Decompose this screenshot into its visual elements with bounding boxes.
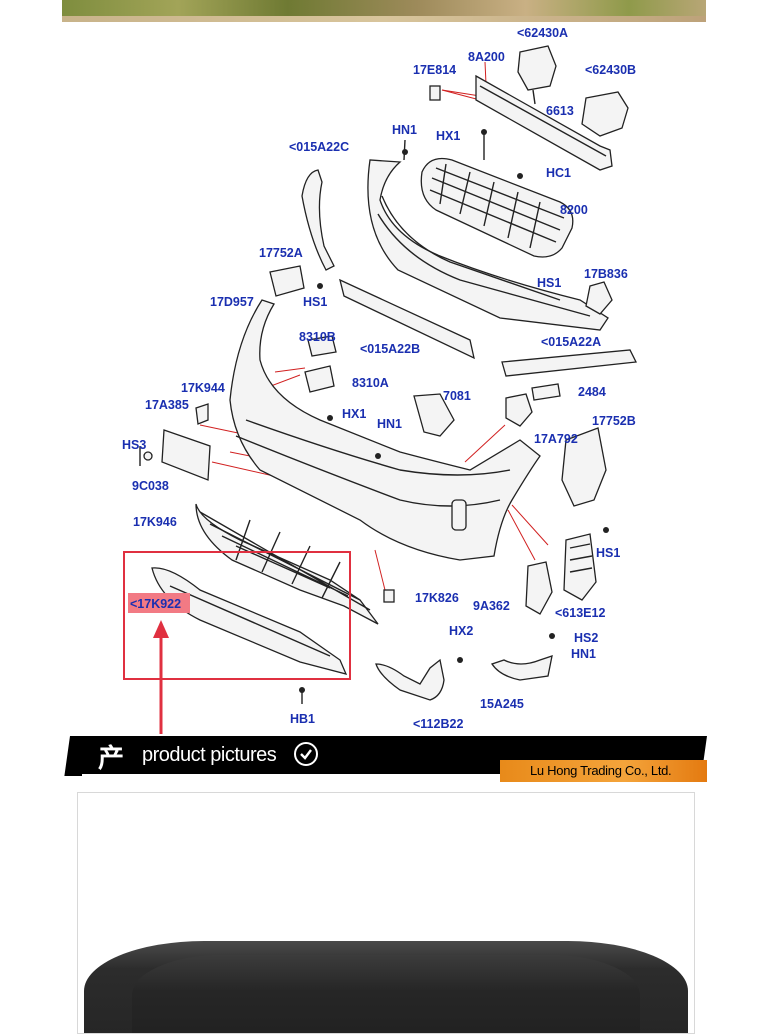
label-8a200: 8A200 xyxy=(468,50,505,64)
header-photo-strip xyxy=(62,0,706,22)
label-hb1: HB1 xyxy=(290,712,315,726)
bumper-cover xyxy=(229,299,541,561)
label-6613: 6613 xyxy=(546,104,574,118)
label-17k946: 17K946 xyxy=(133,515,177,529)
label-hs1-a: HS1 xyxy=(537,276,561,290)
front-end-carrier xyxy=(367,139,609,331)
label-17k826: 17K826 xyxy=(415,591,459,605)
label-015a22a: <015A22A xyxy=(541,335,601,349)
label-hs1-c: HS1 xyxy=(596,546,620,560)
bracket-17752b xyxy=(561,427,607,507)
label-17752b: 17752B xyxy=(592,414,636,428)
check-circle-icon xyxy=(294,742,318,766)
banner-title: product pictures xyxy=(142,744,277,766)
label-17a385: 17A385 xyxy=(145,398,189,412)
label-9a362: 9A362 xyxy=(473,599,510,613)
label-hs2: HS2 xyxy=(574,631,598,645)
label-17d957: 17D957 xyxy=(210,295,254,309)
banner-underline xyxy=(82,774,557,776)
label-8310a: 8310A xyxy=(352,376,389,390)
bracket-17a792 xyxy=(505,393,533,427)
bracket-17752a xyxy=(269,265,305,297)
label-62430b: <62430B xyxy=(585,63,636,77)
label-hx1-mid: HX1 xyxy=(342,407,366,421)
parts-diagram: <62430A 8A200 17E814 <62430B 6613 HN1 HX… xyxy=(122,26,637,734)
bracket-112b22 xyxy=(375,658,445,701)
label-62430a: <62430A xyxy=(517,26,568,40)
bracket-62430a xyxy=(517,45,557,105)
plate-bracket-17a385 xyxy=(139,403,211,481)
label-015a22c: <015A22C xyxy=(289,140,349,154)
label-hn1-top: HN1 xyxy=(392,123,417,137)
upper-bracket-015a22c xyxy=(301,169,335,271)
leader-lines xyxy=(199,61,549,591)
skid-plate-17k922 xyxy=(151,567,348,675)
banner-char: 产 xyxy=(98,744,125,774)
fog-bezel-9a362 xyxy=(525,561,553,615)
label-hs1-b: HS1 xyxy=(303,295,327,309)
label-17a792: 17A792 xyxy=(534,432,578,446)
label-613e12: <613E12 xyxy=(555,606,605,620)
upper-grille xyxy=(420,129,574,258)
label-112b22: <112B22 xyxy=(413,717,463,731)
label-hc1: HC1 xyxy=(546,166,571,180)
label-hx2: HX2 xyxy=(449,624,473,638)
cap-2484 xyxy=(531,383,561,401)
label-17752a: 17752A xyxy=(259,246,303,260)
label-015a22b: <015A22B xyxy=(360,342,420,356)
bracket-62430b xyxy=(581,91,629,137)
label-hx1-top: HX1 xyxy=(436,129,460,143)
label-9c038: 9C038 xyxy=(132,479,169,493)
label-8200: 8200 xyxy=(560,203,588,217)
label-2484: 2484 xyxy=(578,385,606,399)
label-17k944: 17K944 xyxy=(181,381,225,395)
lower-grille-17k946 xyxy=(195,503,379,625)
label-hn1-mid: HN1 xyxy=(377,417,402,431)
highlight-box xyxy=(123,551,351,680)
bracket-17b836 xyxy=(585,281,613,315)
label-15a245: 15A245 xyxy=(480,697,524,711)
bracket-15a245 xyxy=(490,655,553,681)
company-tag: Lu Hong Trading Co., Ltd. xyxy=(500,760,707,782)
highlight-label-bg xyxy=(128,593,190,613)
beam-015a22a xyxy=(501,349,637,377)
clip-17k826 xyxy=(383,589,395,603)
cover-7081 xyxy=(413,393,455,437)
product-photo xyxy=(84,941,688,1033)
label-17e814: 17E814 xyxy=(413,63,456,77)
fog-lamp-613e12 xyxy=(563,533,597,601)
beam-015a22b xyxy=(339,278,475,360)
label-7081: 7081 xyxy=(443,389,471,403)
label-17k922: <17K922 xyxy=(130,597,181,611)
label-17b836: 17B836 xyxy=(584,267,628,281)
label-hs3: HS3 xyxy=(122,438,146,452)
bumper-beam xyxy=(429,74,613,171)
fasteners xyxy=(299,173,609,704)
section-banner: 产 product pictures Lu Hong Trading Co., … xyxy=(64,736,708,782)
label-8310b: 8310B xyxy=(299,330,336,344)
label-hn1-low: HN1 xyxy=(571,647,596,661)
part-labels: <62430A 8A200 17E814 <62430B 6613 HN1 HX… xyxy=(122,26,636,731)
company-name: Lu Hong Trading Co., Ltd. xyxy=(530,763,672,778)
product-image-frame xyxy=(77,792,695,1034)
